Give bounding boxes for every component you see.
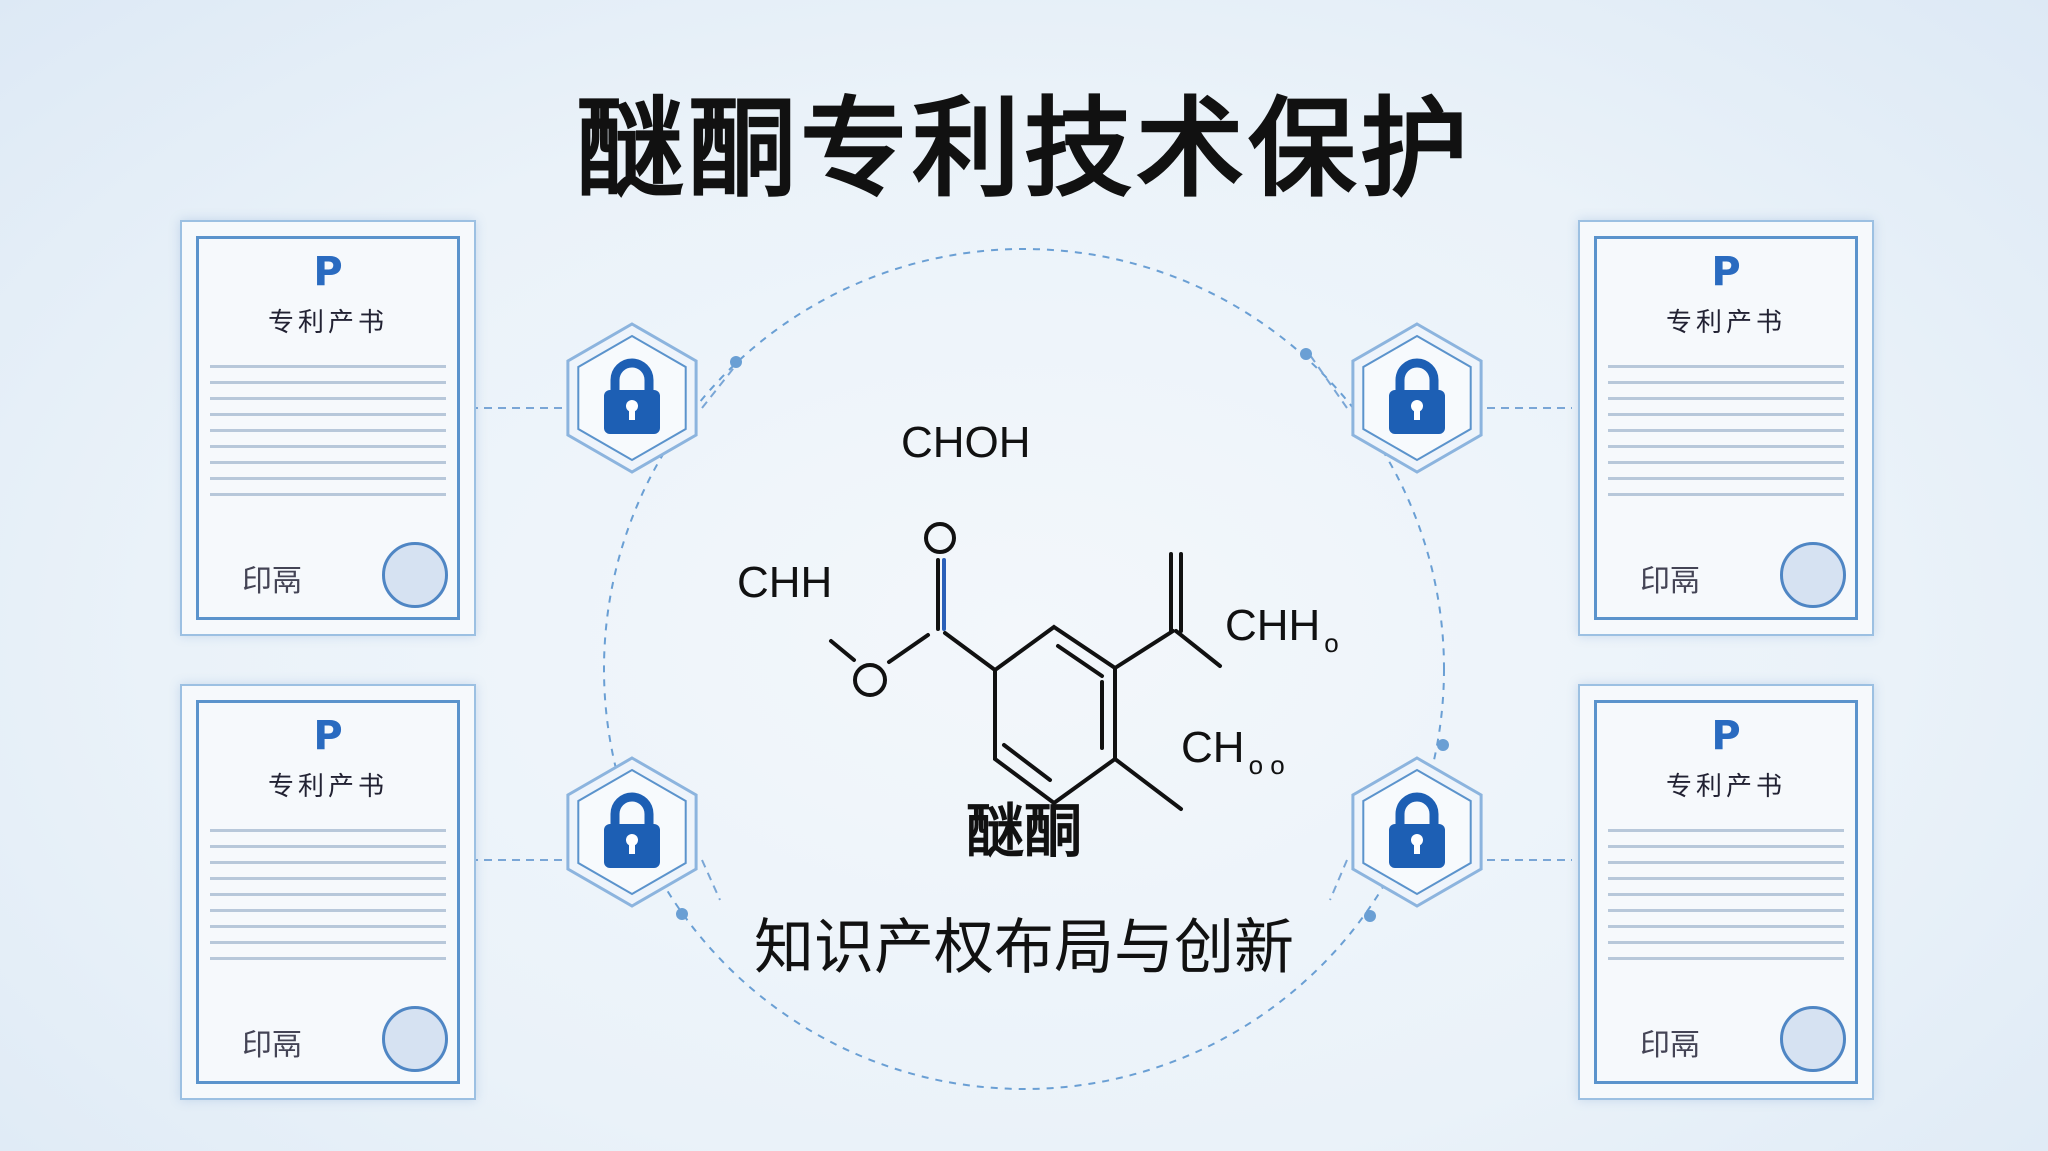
label-left: CHH — [737, 558, 832, 607]
patent-logo: P — [313, 713, 343, 759]
certificate-title: 专利产书 — [1665, 308, 1786, 338]
lock-icon — [1351, 756, 1483, 908]
patent-logo: P — [1711, 713, 1741, 759]
signature: 印鬲 — [1640, 564, 1700, 599]
seal-icon — [1780, 1006, 1846, 1072]
signature: 印鬲 — [242, 564, 302, 599]
patent-logo: P — [1711, 249, 1741, 295]
molecule-structure — [829, 522, 1222, 811]
label-right: CHH — [1225, 601, 1320, 650]
page-title: 醚酮专利技术保护 — [575, 87, 1472, 212]
label-top: CHOH — [901, 418, 1031, 467]
label-right-sub: o — [1324, 628, 1338, 658]
patent-certificate: P 专利产书 印鬲 — [180, 684, 476, 1100]
label-bottom-sub: o o — [1249, 750, 1285, 780]
subtitle: 知识产权布局与创新 — [754, 913, 1294, 983]
seal-icon — [382, 1006, 448, 1072]
lock-icon — [566, 756, 698, 908]
patent-certificate: P 专利产书 印鬲 — [1578, 684, 1874, 1100]
lock-icon — [1351, 322, 1483, 474]
signature: 印鬲 — [242, 1028, 302, 1063]
certificate-title: 专利产书 — [267, 308, 388, 338]
seal-icon — [382, 542, 448, 608]
label-bottom: CH — [1181, 723, 1245, 772]
patent-logo: P — [313, 249, 343, 295]
certificate-title: 专利产书 — [1665, 772, 1786, 802]
certificate-title: 专利产书 — [267, 772, 388, 802]
patent-certificate: P 专利产书 印鬲 — [180, 220, 476, 636]
connectors — [470, 354, 1572, 901]
signature: 印鬲 — [1640, 1028, 1700, 1063]
compound-name: 醚酮 — [965, 797, 1082, 865]
dashed-orbit — [603, 248, 1445, 1090]
lock-icon — [566, 322, 698, 474]
patent-certificate: P 专利产书 印鬲 — [1578, 220, 1874, 636]
seal-icon — [1780, 542, 1846, 608]
